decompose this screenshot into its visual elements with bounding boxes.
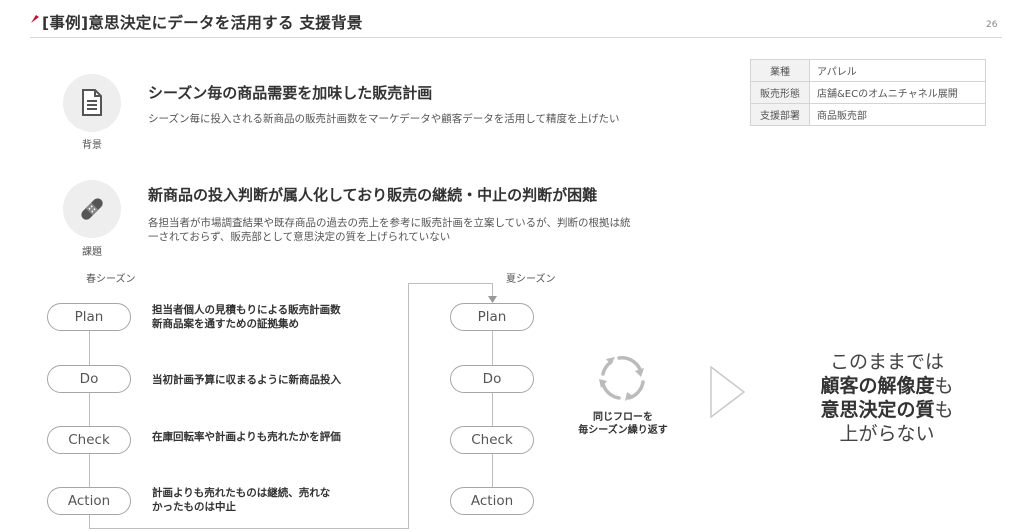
spring-do-step: Do bbox=[47, 365, 131, 393]
document-icon bbox=[82, 89, 102, 116]
cycle-caption-line2: 毎シーズン繰り返す bbox=[578, 425, 668, 436]
conclusion-emphasis2: 意思決定の質 bbox=[820, 399, 935, 421]
chevron-right-icon bbox=[710, 366, 746, 418]
connector-top-line bbox=[408, 283, 493, 284]
table-key: 支援部署 bbox=[750, 103, 810, 126]
conclusion-line3: 意思決定の質も bbox=[772, 398, 1002, 422]
issue-icon-circle bbox=[63, 180, 121, 238]
conclusion-line4: 上がらない bbox=[839, 423, 935, 445]
spring-check-step: Check bbox=[47, 426, 131, 454]
issue-body-line1: 各担当者が市場調査結果や既存商品の過去の売上を参考に販売計画を立案しているが、判… bbox=[148, 217, 631, 229]
issue-body-line2: 一されておらず、販売部として意思決定の質を上げられていない bbox=[148, 231, 451, 243]
summer-flow-line bbox=[492, 331, 493, 501]
page-number: 26 bbox=[986, 20, 998, 30]
spring-plan-step: Plan bbox=[47, 303, 131, 331]
conclusion-suffix1: も bbox=[934, 375, 954, 397]
table-row: 業種 アパレル bbox=[750, 59, 986, 82]
connector-vertical-line bbox=[408, 283, 409, 529]
summer-season-label: 夏シーズン bbox=[506, 274, 556, 285]
table-value: 店舗&ECのオムニチャネル展開 bbox=[809, 81, 986, 104]
conclusion-suffix2: も bbox=[934, 399, 954, 421]
table-key: 業種 bbox=[750, 59, 810, 82]
spring-season-label: 春シーズン bbox=[86, 274, 136, 285]
issue-label: 課題 bbox=[82, 247, 102, 258]
table-row: 支援部署 商品販売部 bbox=[750, 103, 986, 126]
summer-check-step: Check bbox=[450, 426, 534, 454]
connector-bottom-line bbox=[89, 528, 409, 529]
spring-plan-desc1: 担当者個人の見積もりによる販売計画数 bbox=[152, 304, 341, 316]
spring-action-step: Action bbox=[47, 487, 131, 515]
background-icon-circle bbox=[63, 74, 121, 132]
summer-action-step: Action bbox=[450, 487, 534, 515]
spring-check-desc: 在庫回転率や計画よりも売れたかを評価 bbox=[152, 431, 341, 443]
table-row: 販売形態 店舗&ECのオムニチャネル展開 bbox=[750, 81, 986, 104]
conclusion-emphasis1: 顧客の解像度 bbox=[820, 375, 935, 397]
background-body: シーズン毎に投入される新商品の販売計画数をマーケデータや顧客データを活用して精度… bbox=[148, 113, 620, 125]
arrow-down-icon bbox=[488, 296, 497, 303]
spring-do-desc: 当初計画予算に収まるように新商品投入 bbox=[152, 374, 341, 386]
table-key: 販売形態 bbox=[750, 81, 810, 104]
cycle-caption-line1: 同じフローを bbox=[593, 412, 653, 423]
issue-title: 新商品の投入判断が属人化しており販売の継続・中止の判断が困難 bbox=[148, 186, 598, 204]
connector-down-line bbox=[492, 283, 493, 300]
table-value: 商品販売部 bbox=[809, 103, 986, 126]
conclusion-text: このままでは 顧客の解像度も 意思決定の質も 上がらない bbox=[772, 350, 1002, 446]
conclusion-line1: このままでは bbox=[829, 351, 944, 373]
page-title: [事例]意思決定にデータを活用する 支援背景 bbox=[42, 14, 363, 32]
header-divider bbox=[30, 37, 1002, 38]
bandage-icon bbox=[81, 198, 103, 220]
cycle-arrows-icon bbox=[599, 356, 645, 401]
spring-action-desc2: かったものは中止 bbox=[152, 501, 236, 513]
summer-do-step: Do bbox=[450, 365, 534, 393]
spring-plan-desc2: 新商品案を通すための証拠集め bbox=[152, 318, 299, 330]
conclusion-line2: 顧客の解像度も bbox=[772, 374, 1002, 398]
title-accent-icon bbox=[31, 15, 39, 23]
spring-action-desc1: 計画よりも売れたものは継続、売れな bbox=[152, 487, 331, 499]
background-title: シーズン毎の商品需要を加味した販売計画 bbox=[148, 84, 433, 102]
table-value: アパレル bbox=[809, 59, 986, 82]
info-table: 業種 アパレル 販売形態 店舗&ECのオムニチャネル展開 支援部署 商品販売部 bbox=[750, 59, 986, 126]
background-label: 背景 bbox=[82, 140, 102, 151]
summer-plan-step: Plan bbox=[450, 303, 534, 331]
